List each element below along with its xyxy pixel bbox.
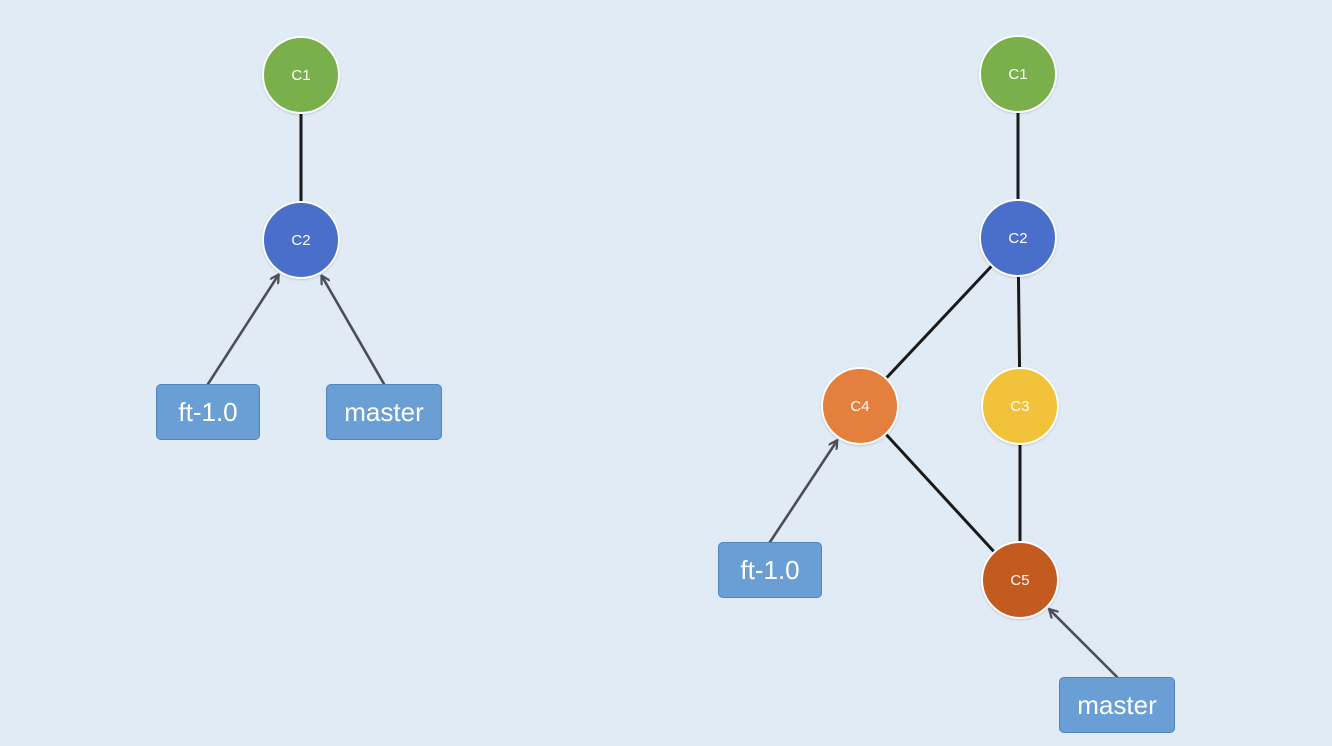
branch-label-ft-before: ft-1.0 [156, 384, 260, 440]
commit-label: C4 [850, 397, 870, 415]
commit-node-c5-after: C5 [981, 541, 1059, 619]
branch-arrow-ft [206, 275, 278, 386]
commit-label: C5 [1010, 571, 1030, 589]
commit-label: C2 [291, 231, 311, 249]
branch-arrow-master [1050, 610, 1119, 679]
branch-label-master-after: master [1059, 677, 1175, 733]
commit-label: C2 [1008, 229, 1028, 247]
commit-node-c1-after: C1 [979, 35, 1057, 113]
commit-label: C1 [1008, 65, 1028, 83]
branch-label-ft-after: ft-1.0 [718, 542, 822, 598]
edge-c4-c5 [884, 433, 996, 553]
commit-node-c3-after: C3 [981, 367, 1059, 445]
commit-label: C3 [1010, 397, 1030, 415]
commit-node-c1-before: C1 [262, 36, 340, 114]
edge-c2-c4 [885, 264, 993, 380]
commit-node-c2-before: C2 [262, 201, 340, 279]
edge-c2-c3 [1016, 275, 1022, 369]
commit-node-c2-after: C2 [979, 199, 1057, 277]
commit-node-c4-after: C4 [821, 367, 899, 445]
commit-label: C1 [291, 66, 311, 84]
branch-arrow-ft [768, 441, 837, 544]
branch-arrow-master [322, 276, 386, 386]
branch-label-master-before: master [326, 384, 442, 440]
